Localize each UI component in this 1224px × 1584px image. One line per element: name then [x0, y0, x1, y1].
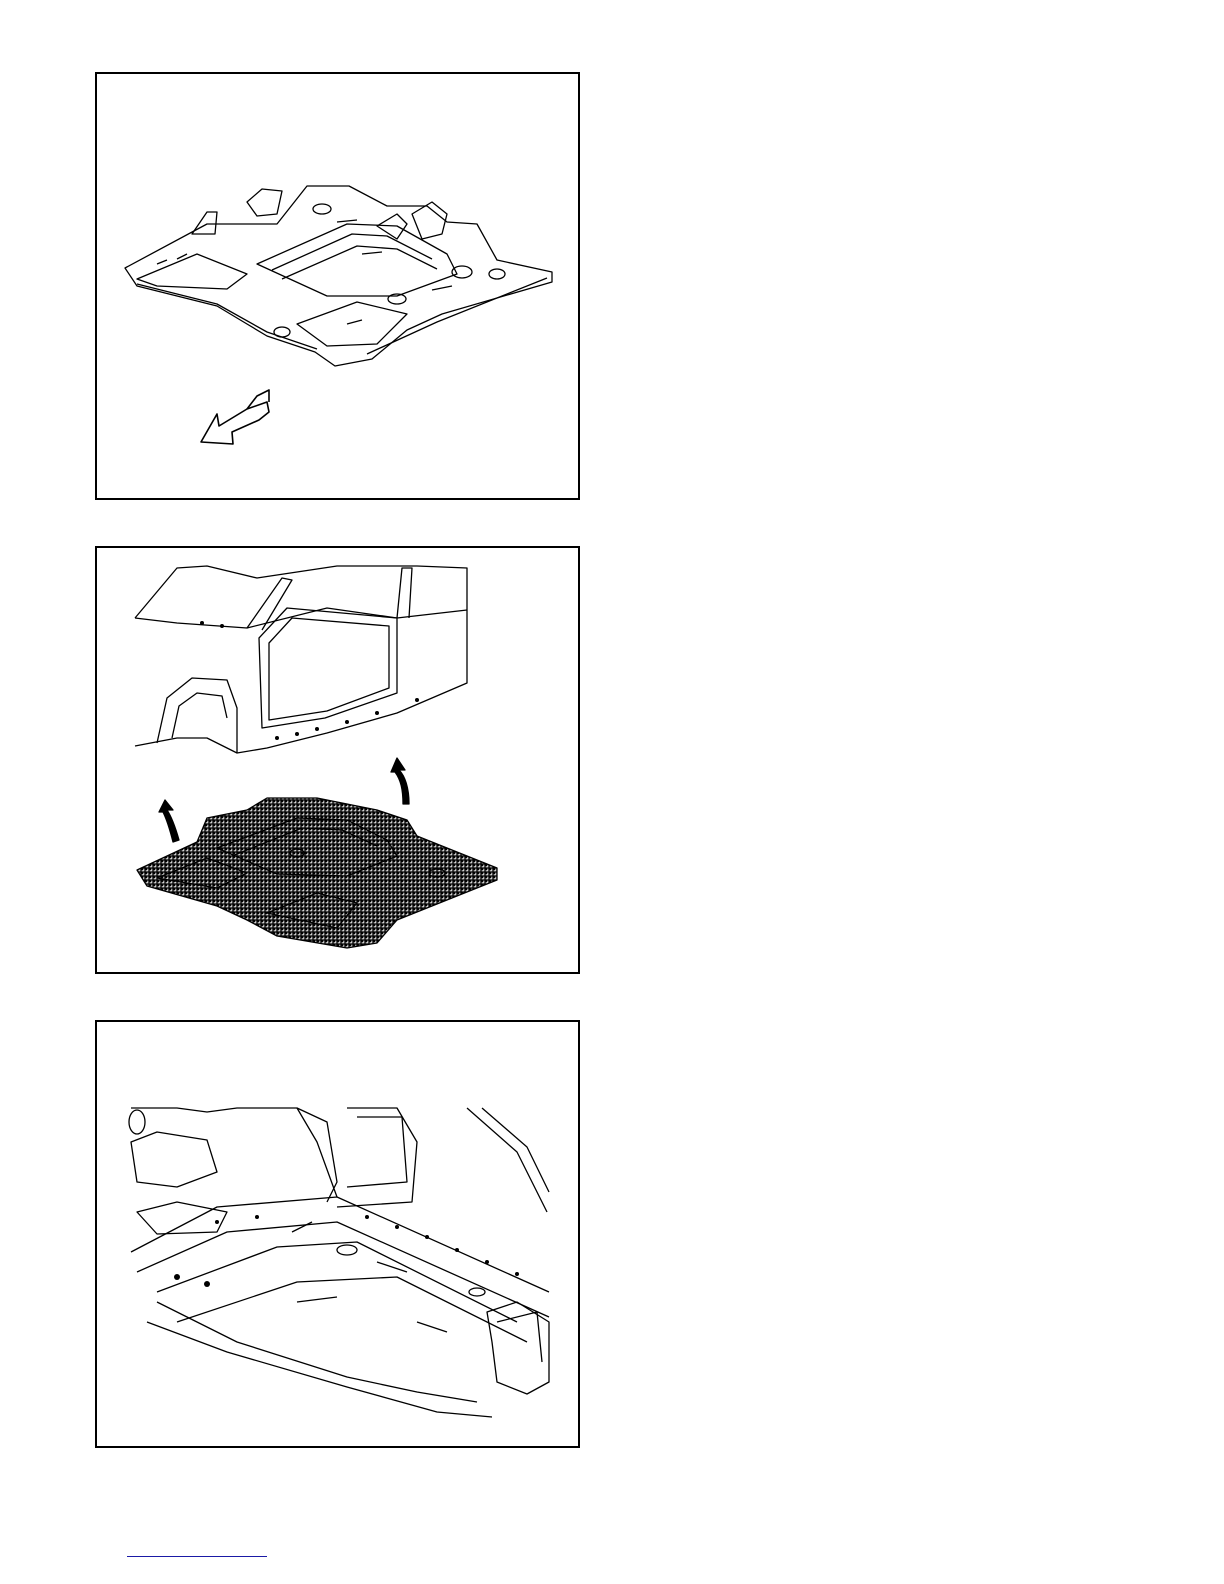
front-direction-arrow-icon	[201, 390, 269, 444]
lift-arrow-right-icon	[391, 758, 409, 804]
floor-panel-removal-illustration	[97, 548, 578, 972]
floor-panel-illustration	[97, 74, 578, 498]
figure-body-floor-removed	[95, 1020, 580, 1448]
footer-link-underline[interactable]	[127, 1556, 267, 1557]
body-floor-removed-illustration	[97, 1022, 578, 1446]
figure-floor-panel	[95, 72, 580, 500]
lift-arrow-left-icon	[159, 800, 179, 842]
figure-floor-panel-removal	[95, 546, 580, 974]
